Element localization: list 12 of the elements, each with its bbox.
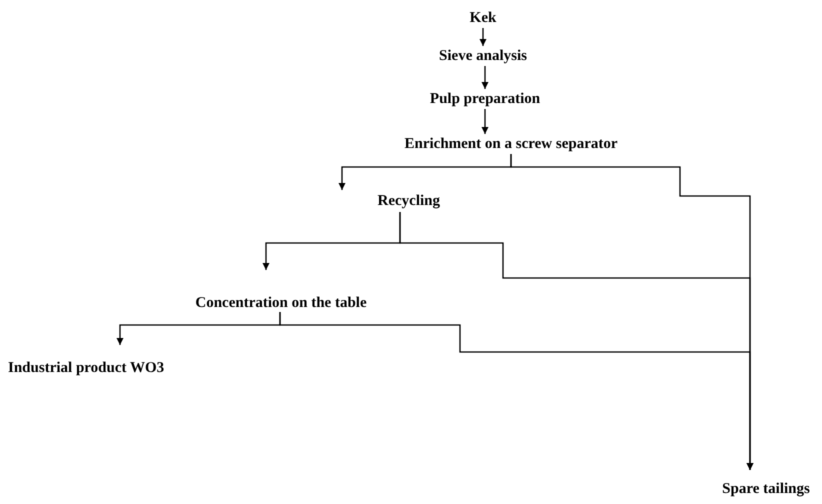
arrow bbox=[480, 28, 486, 46]
arrow bbox=[279, 312, 754, 470]
arrow bbox=[482, 66, 488, 89]
step-label: Sieve analysis bbox=[439, 47, 527, 65]
step-label: Enrichment on a screw separator bbox=[404, 135, 618, 153]
step-label: Pulp preparation bbox=[430, 90, 540, 108]
step-label: Kek bbox=[470, 9, 496, 27]
arrow bbox=[482, 109, 488, 134]
step-label: Concentration on the table bbox=[195, 294, 367, 312]
step-label: Spare tailings bbox=[722, 480, 810, 498]
step-label: Industrial product WO3 bbox=[8, 359, 164, 377]
step-label: Recycling bbox=[378, 192, 440, 210]
